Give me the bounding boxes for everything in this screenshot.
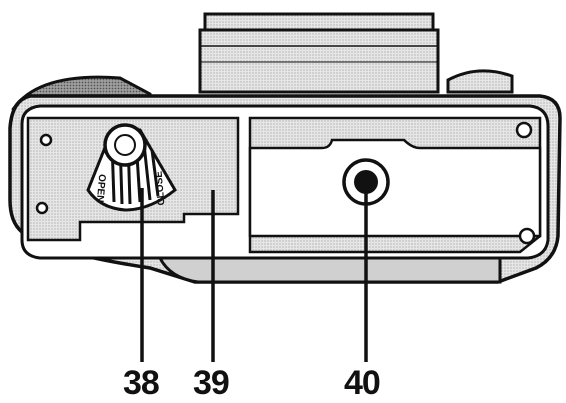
cover-screw-bottom: [35, 201, 49, 215]
plate-screw-bottom: [518, 227, 536, 245]
callout-39: 39: [193, 364, 230, 402]
battery-chamber-lock: OPEN CLOSE: [86, 123, 177, 212]
dial-open-label: OPEN: [94, 174, 107, 203]
dial-close-label: CLOSE: [154, 170, 168, 206]
callout-40: 40: [344, 364, 381, 402]
tripod-recess: [248, 138, 542, 238]
plate-screw-top: [515, 121, 533, 139]
callout-38: 38: [123, 364, 160, 402]
cover-screw-top: [39, 133, 53, 147]
base-rim: [157, 256, 502, 284]
lens-barrel: [198, 12, 440, 94]
shutter-button: [446, 69, 514, 94]
